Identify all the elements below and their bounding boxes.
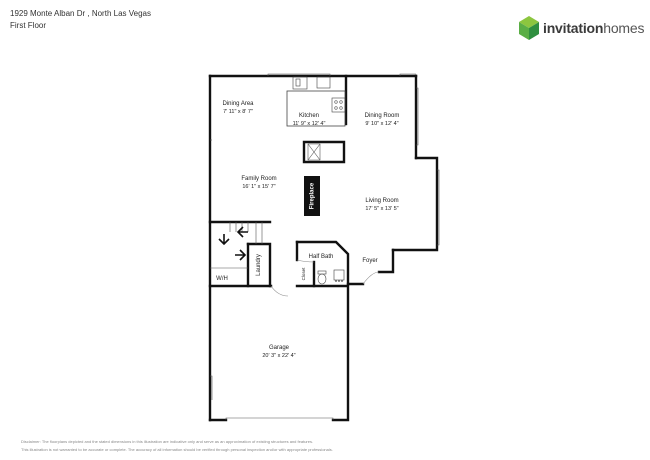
brand-name-part2: homes [603, 20, 645, 36]
disclaimer-line-2: This illustration is not warranted to be… [21, 447, 333, 452]
wall-foyer [348, 248, 395, 286]
wall-garage [208, 282, 350, 422]
property-address: 1929 Monte Alban Dr , North Las Vegas [10, 9, 151, 18]
room-living-room-name: Living Room [365, 198, 398, 204]
stair-arrows [218, 226, 248, 261]
wall-halfbath [295, 240, 350, 286]
brand-name: invitationhomes [543, 20, 644, 36]
room-garage-dims: 20' 3" x 22' 4" [262, 353, 295, 359]
fireplace-label: Fireplace [310, 182, 316, 209]
room-family-room-dims: 16' 1" x 15' 7" [242, 184, 275, 190]
room-dining-area-name: Dining Area [222, 101, 254, 107]
wall-bay [391, 156, 439, 252]
fireplace-block [304, 176, 320, 216]
room-foyer-name: Foyer [362, 258, 377, 264]
arrow-down-icon [218, 234, 230, 246]
room-closet-name: Closet [301, 267, 306, 281]
arrow-right-icon [235, 249, 247, 261]
floor-label: First Floor [10, 21, 46, 30]
arrow-left-icon [236, 226, 248, 238]
room-half-bath-name: Half Bath [309, 254, 334, 260]
brand-name-part1: invitation [543, 20, 604, 36]
fireplace-hearth [302, 140, 346, 164]
brand-logo: invitationhomes [518, 16, 644, 42]
room-dining-area-dims: 7' 11" x 8' 7" [223, 109, 253, 115]
room-kitchen-dims: 11' 9" x 12' 4" [293, 121, 326, 127]
disclaimer-line-1: Disclaimer: The floorplans depicted and … [21, 439, 314, 444]
invitation-homes-logo-icon [519, 16, 539, 40]
room-living-room-dims: 17' 5" x 13' 5" [365, 206, 398, 212]
room-laundry-name: Laundry [256, 254, 262, 276]
room-wh-name: W/H [216, 276, 228, 282]
room-kitchen-name: Kitchen [299, 113, 319, 119]
room-garage-name: Garage [269, 345, 290, 351]
room-family-room-name: Family Room [241, 176, 276, 182]
room-dining-room-name: Dining Room [365, 113, 400, 119]
room-dining-room-dims: 9' 10" x 12' 4" [365, 121, 398, 127]
wall-laundry [246, 242, 272, 288]
